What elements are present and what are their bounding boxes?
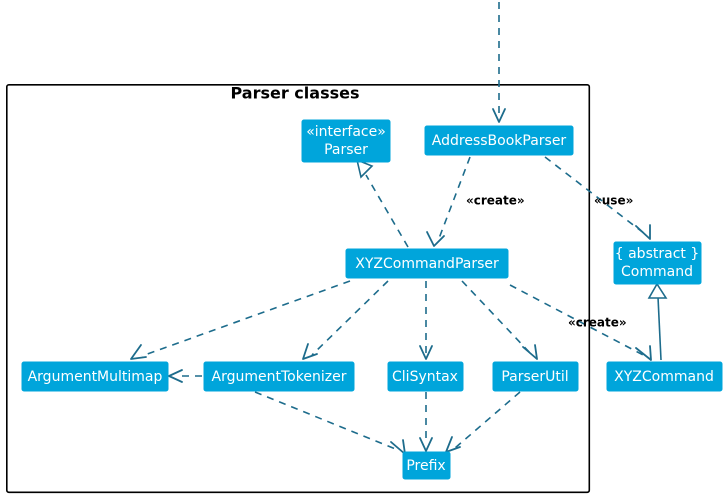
edge-address-book-parser-creates-xyz-command-parser: [426, 156, 471, 247]
edge-cli-syntax-to-prefix: [419, 392, 433, 452]
edge-xyz-command-parser-to-parser-util: [461, 280, 538, 360]
class-node-argument-multimap[interactable]: ArgumentMultimap: [21, 361, 169, 392]
class-node-xyz-command[interactable]: XYZCommand: [606, 361, 723, 392]
edge-argument-tokenizer-to-argument-multimap: [168, 369, 202, 383]
class-node-argument-multimap-name: ArgumentMultimap: [28, 369, 163, 385]
class-node-argument-tokenizer-name: ArgumentTokenizer: [212, 369, 347, 385]
class-node-prefix[interactable]: Prefix: [402, 451, 451, 480]
class-node-command[interactable]: { abstract } Command: [613, 241, 702, 285]
edge-argument-tokenizer-to-prefix: [254, 391, 406, 455]
class-node-argument-tokenizer[interactable]: ArgumentTokenizer: [203, 361, 355, 392]
class-node-parser-util[interactable]: ParserUtil: [492, 361, 579, 392]
class-node-command-name: Command: [621, 264, 693, 280]
edge-incoming-to-address-book-parser: [492, 2, 506, 123]
class-node-xyz-command-name: XYZCommand: [614, 369, 714, 385]
edge-parser-util-to-prefix: [445, 391, 521, 453]
class-node-xyz-command-parser-name: XYZCommandParser: [355, 256, 499, 272]
class-node-cli-syntax-name: CliSyntax: [392, 369, 458, 385]
parser-classes-frame: [6, 84, 591, 494]
class-node-parser[interactable]: «interface» Parser: [301, 119, 391, 163]
frame-title: Parser classes: [230, 84, 359, 103]
class-node-parser-util-name: ParserUtil: [501, 369, 568, 385]
class-node-address-book-parser[interactable]: AddressBookParser: [424, 125, 574, 156]
class-node-prefix-name: Prefix: [406, 458, 445, 474]
edge-address-book-parser-uses-command: [544, 156, 651, 240]
edge-label-create-command: «create»: [568, 316, 627, 330]
edge-xyz-command-parser-to-argument-multimap: [130, 280, 351, 360]
class-node-command-stereotype: { abstract }: [615, 246, 700, 262]
class-node-xyz-command-parser[interactable]: XYZCommandParser: [345, 248, 509, 279]
edge-xyz-command-parser-to-cli-syntax: [419, 281, 433, 360]
class-node-parser-name: Parser: [324, 142, 368, 158]
class-node-parser-stereotype: «interface»: [306, 124, 386, 140]
edge-label-create-parser: «create»: [466, 194, 525, 208]
edge-xyz-command-parser-creates-xyz-command: [509, 284, 652, 361]
edge-label-use-command: «use»: [594, 194, 633, 208]
class-node-cli-syntax[interactable]: CliSyntax: [387, 361, 464, 392]
edge-xyz-command-parser-implements-parser: [355, 158, 409, 248]
edge-xyz-command-parser-to-argument-tokenizer: [302, 280, 389, 360]
edge-xyz-command-extends-command: [647, 282, 668, 361]
class-node-address-book-parser-name: AddressBookParser: [432, 133, 567, 149]
